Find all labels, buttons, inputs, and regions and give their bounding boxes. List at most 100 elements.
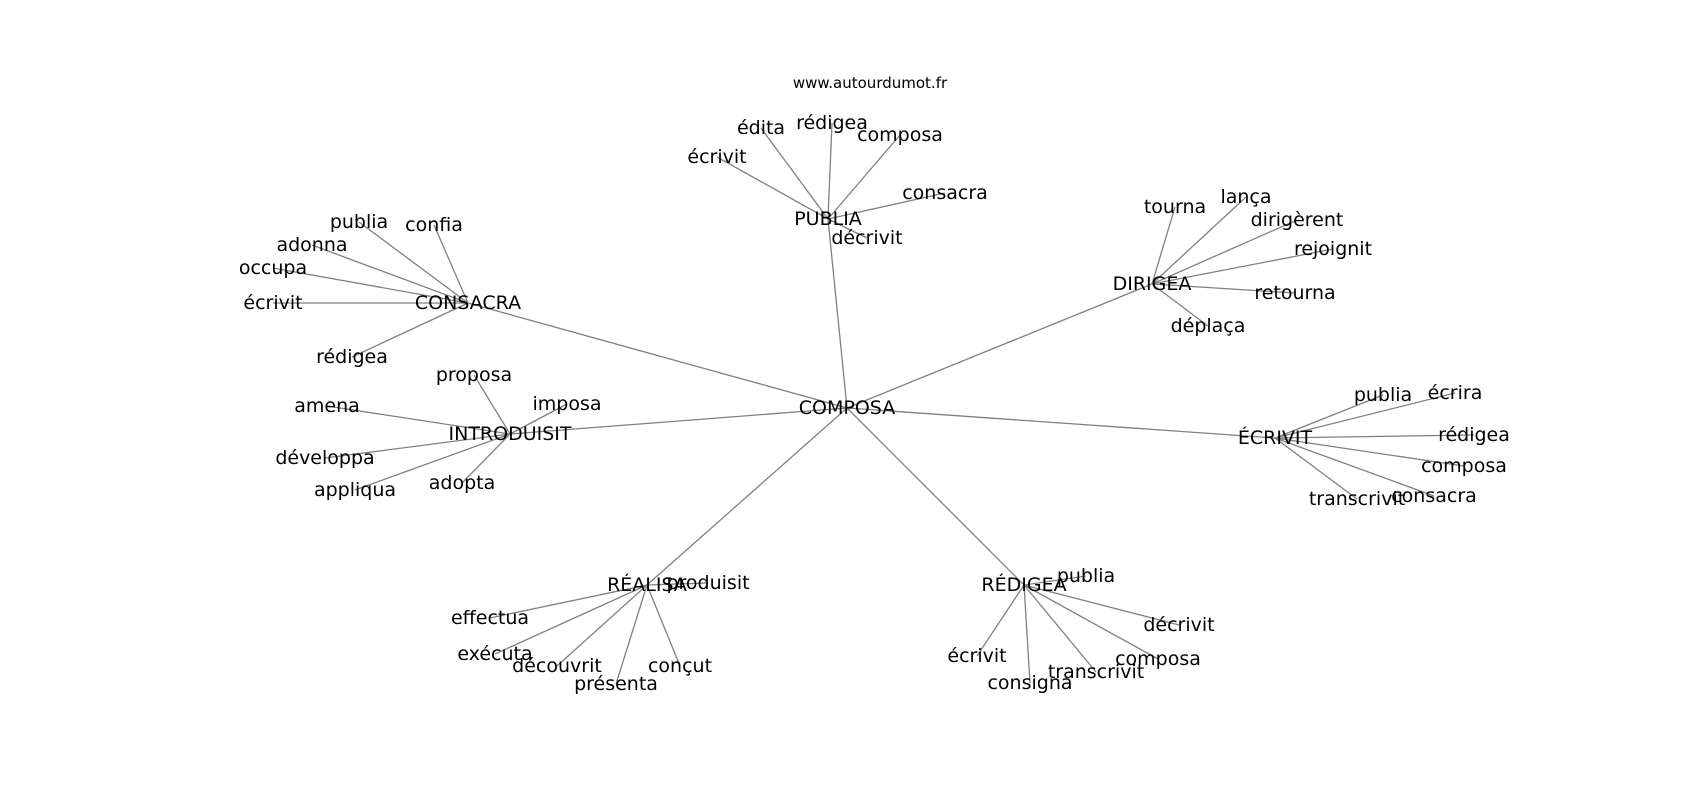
graph-edge xyxy=(461,433,511,484)
leaf-node-label[interactable]: retourna xyxy=(1254,282,1335,304)
leaf-node-label[interactable]: publia xyxy=(1057,565,1115,587)
graph-edge xyxy=(827,134,901,220)
graph-edge xyxy=(827,218,848,409)
leaf-node-label[interactable]: imposa xyxy=(532,393,601,415)
leaf-node-label[interactable]: découvrit xyxy=(512,655,602,677)
graph-edge xyxy=(326,405,511,435)
leaf-node-label[interactable]: décrivit xyxy=(1143,614,1214,636)
graph-edge xyxy=(1151,196,1247,285)
leaf-node-label[interactable]: consacra xyxy=(902,182,988,204)
leaf-node-label[interactable]: présenta xyxy=(574,673,658,695)
leaf-node-label[interactable]: conçut xyxy=(648,655,712,677)
leaf-node-label[interactable]: occupa xyxy=(239,257,307,279)
graph-edge xyxy=(489,584,648,619)
leaf-node-label[interactable]: écrivit xyxy=(947,645,1006,667)
leaf-node-label[interactable]: transcrivit xyxy=(1048,661,1144,683)
graph-edge xyxy=(509,403,568,435)
graph-edge xyxy=(1023,584,1031,684)
leaf-node-label[interactable]: adonna xyxy=(276,234,347,256)
graph-edge xyxy=(473,374,511,435)
leaf-node-label[interactable]: transcrivit xyxy=(1309,488,1405,510)
graph-edge xyxy=(976,584,1025,657)
graph-edge xyxy=(311,244,469,304)
leaf-node-label[interactable]: rejoignit xyxy=(1294,238,1372,260)
graph-edge xyxy=(1274,437,1358,500)
leaf-node-label[interactable]: écrivit xyxy=(687,146,746,168)
graph-edge xyxy=(827,218,868,239)
leaf-node-label[interactable]: écrivit xyxy=(243,292,302,314)
hub-node-label[interactable]: RÉALISA xyxy=(607,573,687,596)
graph-edge xyxy=(646,584,681,667)
leaf-node-label[interactable]: consigna xyxy=(987,672,1072,694)
hub-node-label[interactable]: CONSACRA xyxy=(415,292,521,314)
graph-edge xyxy=(646,582,709,586)
hub-node-label[interactable]: RÉDIGEA xyxy=(981,573,1066,596)
leaf-node-label[interactable]: composa xyxy=(1421,455,1507,477)
leaf-node-label[interactable]: composa xyxy=(857,124,943,146)
leaf-node-label[interactable]: déplaça xyxy=(1171,315,1246,337)
graph-edge xyxy=(1023,584,1097,673)
leaf-node-label[interactable]: produisit xyxy=(666,572,749,594)
graph-edge xyxy=(324,433,511,459)
hub-node-label[interactable]: ÉCRIVIT xyxy=(1238,426,1313,449)
graph-edge xyxy=(846,407,1276,439)
graph-edge xyxy=(433,224,469,304)
leaf-node-label[interactable]: rédigea xyxy=(796,112,868,134)
graph-edge xyxy=(1023,584,1180,626)
hub-node-label[interactable]: DIRIGEA xyxy=(1113,273,1192,295)
graph-edges xyxy=(272,122,1475,685)
graph-edge xyxy=(1023,575,1087,586)
leaf-node-label[interactable]: rédigea xyxy=(1438,424,1510,446)
graph-edge xyxy=(556,584,648,667)
leaf-node-label[interactable]: publia xyxy=(330,211,388,233)
graph-edge xyxy=(1274,394,1384,439)
graph-edge xyxy=(827,192,946,220)
leaf-node-label[interactable]: développa xyxy=(275,447,374,469)
graph-edge xyxy=(615,584,648,685)
leaf-node-label[interactable]: amena xyxy=(294,395,360,417)
leaf-node-label[interactable]: proposa xyxy=(436,364,512,386)
graph-edge xyxy=(1274,434,1475,439)
leaf-node-label[interactable]: effectua xyxy=(451,607,529,629)
graph-edge xyxy=(716,156,829,220)
leaf-node-label[interactable]: appliqua xyxy=(314,479,396,501)
hub-node-label[interactable]: INTRODUISIT xyxy=(449,423,572,445)
graph-edge xyxy=(354,433,511,491)
source-watermark: www.autourdumot.fr xyxy=(793,74,948,92)
graph-edge xyxy=(358,221,469,304)
graph-edge xyxy=(1151,283,1209,327)
graph-edge xyxy=(1151,219,1298,285)
graph-edge xyxy=(827,122,833,220)
leaf-node-label[interactable]: composa xyxy=(1115,648,1201,670)
graph-edge xyxy=(1151,248,1334,285)
graph-edge xyxy=(1274,437,1435,497)
graph-edge xyxy=(351,302,469,358)
leaf-node-label[interactable]: lança xyxy=(1220,186,1271,208)
leaf-node-label[interactable]: tourna xyxy=(1144,196,1206,218)
leaf-node-label[interactable]: confia xyxy=(405,214,463,236)
graph-edge xyxy=(1274,392,1456,439)
leaf-node-label[interactable]: consacra xyxy=(1391,485,1477,507)
leaf-node-label[interactable]: écrira xyxy=(1428,382,1483,404)
graph-edge xyxy=(509,407,848,435)
graph-edge xyxy=(272,267,469,304)
leaf-node-label[interactable]: décrivit xyxy=(831,227,902,249)
graph-edge xyxy=(646,407,848,586)
leaf-node-label[interactable]: édita xyxy=(737,117,785,139)
graph-edge xyxy=(494,584,648,655)
leaf-node-label[interactable]: exécuta xyxy=(457,643,532,665)
graph-edge xyxy=(1151,283,1296,294)
graph-edge xyxy=(1151,206,1176,285)
leaf-node-label[interactable]: dirigèrent xyxy=(1251,209,1344,231)
leaf-node-label[interactable]: publia xyxy=(1354,384,1412,406)
center-node-label[interactable]: COMPOSA xyxy=(799,397,895,419)
graph-edge xyxy=(467,302,848,409)
graph-edge xyxy=(1274,437,1465,467)
graph-edge xyxy=(846,283,1153,409)
hub-node-label[interactable]: PUBLIA xyxy=(794,208,862,230)
leaf-node-label[interactable]: rédigea xyxy=(316,346,388,368)
leaf-node-label[interactable]: adopta xyxy=(429,472,495,494)
graph-edge xyxy=(1023,584,1159,660)
